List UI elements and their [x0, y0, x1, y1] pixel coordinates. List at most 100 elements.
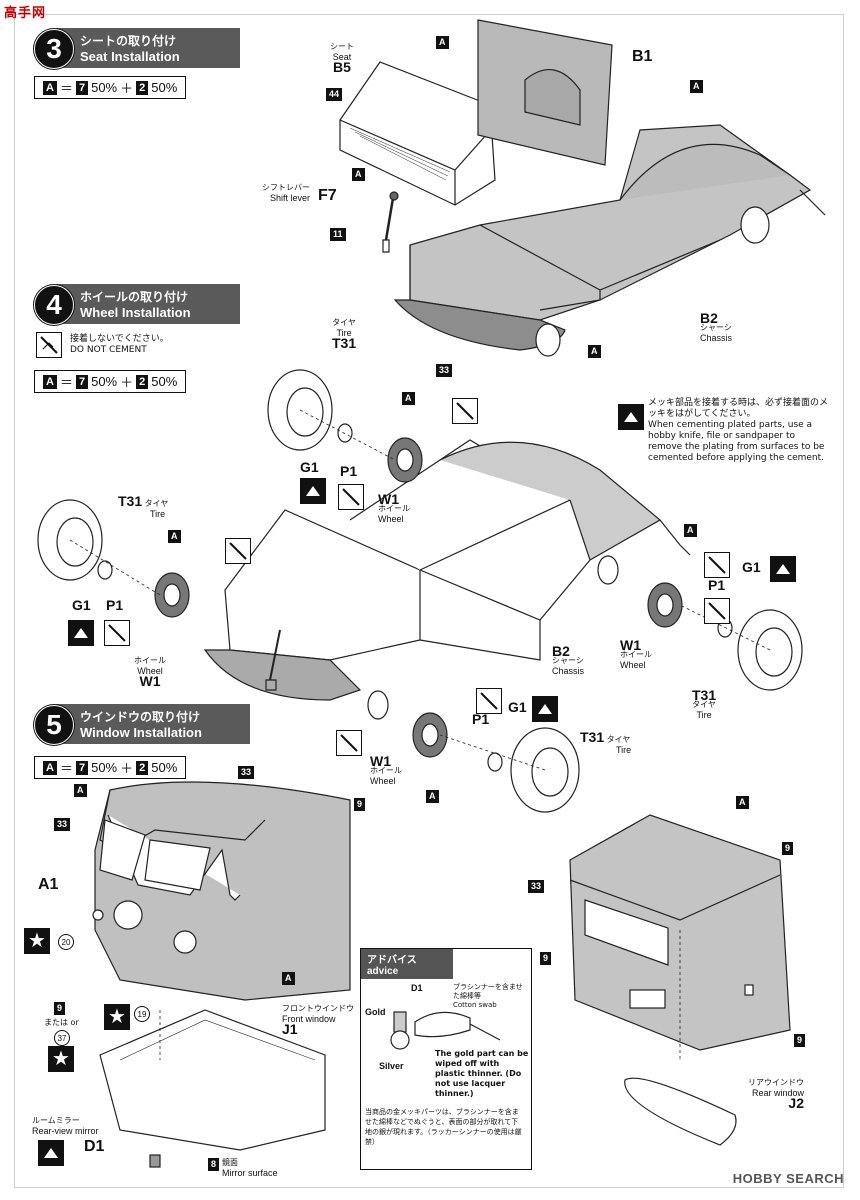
- rear-roof-paint: A: [736, 796, 749, 809]
- page-border: [14, 14, 844, 1188]
- step-number: 3: [34, 29, 74, 69]
- step-title-en: Seat Installation: [80, 49, 180, 64]
- shift-lever-paint: A: [352, 168, 365, 181]
- roof-color-33: 33: [238, 766, 255, 779]
- decal-star-icon: ★: [48, 1046, 74, 1072]
- step-5-header: 5 ウインドウの取り付け Window Installation: [34, 704, 250, 745]
- do-not-cement-note: 接着しないでください。DO NOT CEMENT: [70, 334, 169, 355]
- paint-mix-formula: A ＝ 7 50% ＋ 2 50%: [34, 76, 187, 99]
- wheel-paint-top: A: [402, 392, 415, 405]
- rear-color-9c: 9: [794, 1034, 806, 1047]
- wheel-paint-right: A: [684, 524, 697, 537]
- mirror-part-d1: D1: [84, 1138, 105, 1155]
- cement-plated-icon: [770, 556, 796, 582]
- paint-mix-formula: A ＝ 7 50% ＋ 2 50%: [34, 370, 187, 393]
- step-title-jp: シートの取り付け: [80, 34, 177, 48]
- do-not-cement-icon: [336, 730, 362, 756]
- body-paint: A: [282, 972, 295, 985]
- watermark-top-left: 高手网: [4, 6, 47, 21]
- do-not-cement-icon: [338, 484, 364, 510]
- wheel-paint-bottom: A: [426, 790, 439, 803]
- seat-drawing: [339, 61, 496, 206]
- frame-color-33: 33: [54, 818, 71, 831]
- advice-text-jp: 当商品の金メッキパーツは、ブラシンナーを含ませた綿棒などでぬぐうと、表面の部分が…: [365, 1108, 522, 1146]
- advice-text-en: The gold part can be wiped off with plas…: [435, 1049, 529, 1098]
- do-not-cement-icon: [476, 688, 502, 714]
- color-9-or: 9: [54, 1002, 66, 1015]
- cement-plated-icon: [68, 620, 94, 646]
- chassis-paint-code: A: [690, 80, 703, 93]
- do-not-cement-icon: [704, 552, 730, 578]
- gold-label: Gold: [365, 1007, 386, 1017]
- roof-color-9: 9: [354, 798, 366, 811]
- g1-right: G1: [742, 559, 761, 575]
- cement-plated-icon: [618, 404, 644, 430]
- silver-label: Silver: [379, 1061, 404, 1071]
- mirror-color-8: 8: [208, 1158, 220, 1171]
- step-title-jp: ホイールの取り付け: [80, 290, 189, 304]
- step-title-en: Window Installation: [80, 725, 202, 740]
- rear-color-9b: 9: [540, 952, 552, 965]
- step-title-en: Wheel Installation: [80, 305, 191, 320]
- do-not-cement-icon: [225, 538, 251, 564]
- rear-color-9: 9: [782, 842, 794, 855]
- step-number: 5: [34, 705, 74, 745]
- p1-right: P1: [708, 577, 726, 593]
- do-not-cement-icon: [104, 620, 130, 646]
- decal-star-icon: ★: [104, 1004, 130, 1030]
- seat-color-code: 44: [326, 88, 343, 101]
- b1-paint-code: A: [436, 36, 449, 49]
- do-not-cement-icon: [452, 398, 478, 424]
- chassis-paint-code-2: A: [588, 345, 601, 358]
- decal-number-19: 19: [134, 1006, 150, 1022]
- cement-plated-icon: [38, 1140, 64, 1166]
- g1-bottom: G1: [508, 699, 527, 715]
- plated-parts-note: メッキ部品を接着する時は、必ず接着面のメッキをはがしてください。When cem…: [648, 398, 829, 463]
- decal-number-20: 20: [58, 934, 74, 950]
- paint-mix-formula: A ＝ 7 50% ＋ 2 50%: [34, 756, 187, 779]
- step-4-header: 4 ホイールの取り付け Wheel Installation: [34, 284, 240, 325]
- g1-top: G1: [300, 459, 319, 475]
- g1-left: G1: [72, 597, 91, 613]
- decal-number-37: 37: [54, 1030, 70, 1046]
- decal-star-icon: ★: [24, 928, 50, 954]
- or-label: または or: [44, 1018, 79, 1027]
- watermark-bottom-right: HOBBY SEARCH: [732, 1171, 844, 1186]
- body-part-a1: A1: [38, 876, 59, 893]
- wheel-paint-left: A: [168, 530, 181, 543]
- shift-lever-part: F7: [318, 187, 337, 204]
- rear-color-33: 33: [528, 880, 545, 893]
- cement-plated-icon: [532, 696, 558, 722]
- cement-plated-icon: [300, 478, 326, 504]
- p1-top: P1: [340, 463, 358, 479]
- step-3-header: 3 シートの取り付け Seat Installation: [34, 28, 240, 69]
- shift-lever-color-code: 11: [330, 228, 346, 241]
- b1-part: B1: [632, 48, 653, 65]
- advice-part: D1: [411, 983, 423, 993]
- do-not-cement-icon: [704, 598, 730, 624]
- p1-bottom: P1: [472, 711, 490, 727]
- roof-paint: A: [74, 784, 87, 797]
- do-not-cement-icon: [36, 332, 62, 358]
- step-number: 4: [34, 285, 74, 325]
- floor-color-code: 33: [436, 364, 453, 377]
- p1-left: P1: [106, 597, 124, 613]
